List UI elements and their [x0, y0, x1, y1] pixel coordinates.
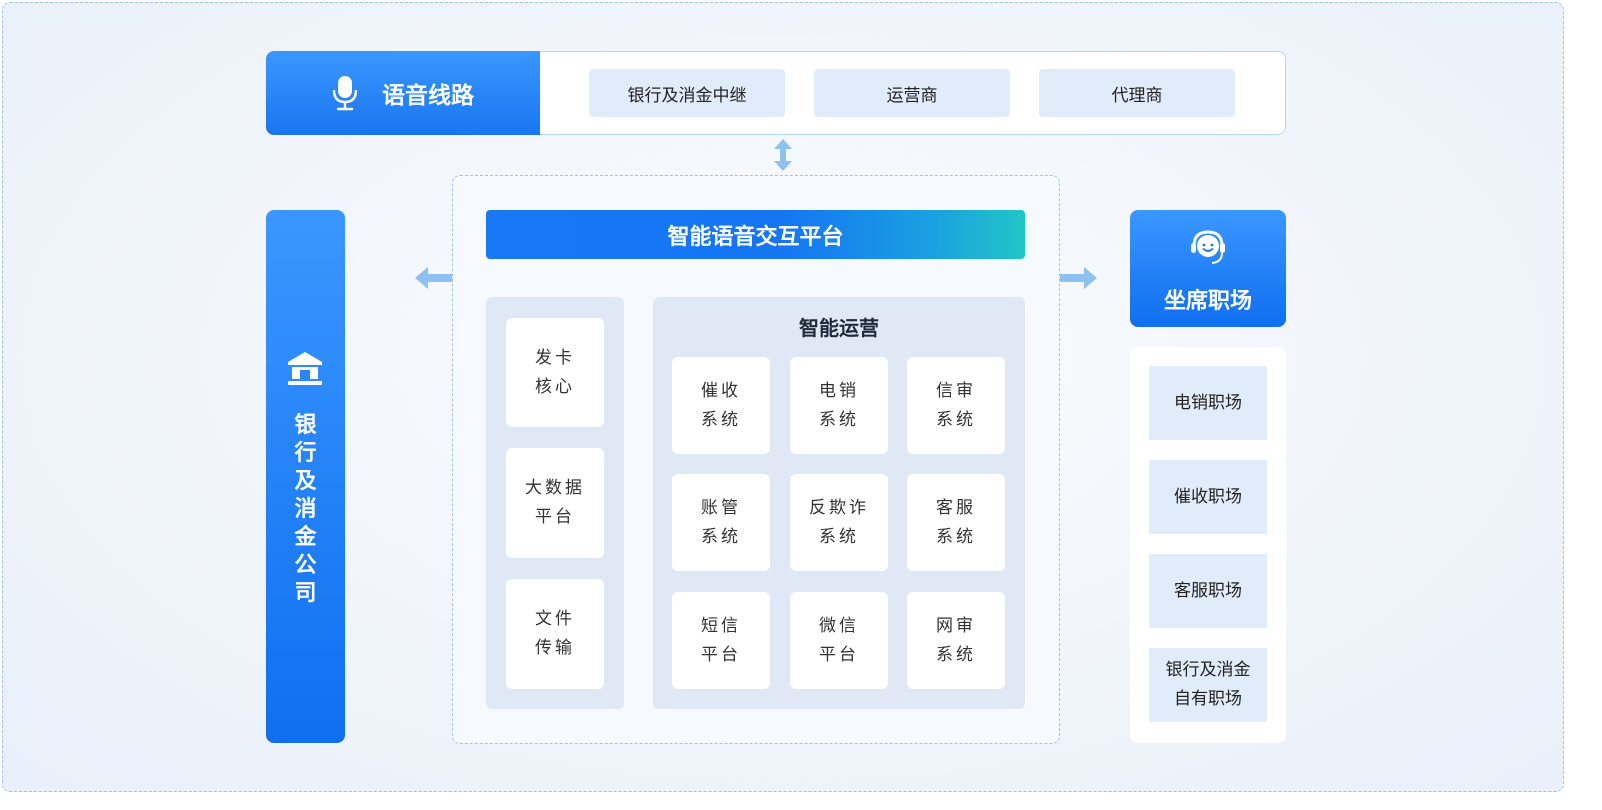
bank-label-char: 及 [294, 469, 317, 494]
voice-line-title: 语音线路 [382, 83, 474, 109]
bank-label-char: 司 [294, 581, 317, 606]
seat-item-customer-service: 客服职场 [1149, 554, 1267, 628]
bank-label: 银 行 及 消 金 公 司 [266, 412, 345, 608]
bank-column [266, 210, 345, 743]
card-card-issuing-core: 发卡 核心 [506, 318, 604, 427]
card-file-transfer: 文件 传输 [506, 579, 604, 689]
platform-title-bar: 智能语音交互平台 [486, 210, 1025, 259]
microphone-icon [332, 76, 358, 111]
card-anti-fraud-system: 反欺诈 系统 [790, 474, 888, 571]
card-big-data-platform: 大数据 平台 [506, 448, 604, 558]
voice-item-bank-relay: 银行及消金中继 [589, 69, 785, 117]
bank-label-char: 消 [294, 497, 317, 522]
smart-ops-title: 智能运营 [799, 316, 879, 340]
bank-label-char: 公 [294, 553, 317, 578]
card-wechat-platform: 微信 平台 [790, 592, 888, 689]
seat-header [1130, 210, 1286, 327]
seat-item-own-workplace: 银行及消金 自有职场 [1149, 648, 1267, 722]
bank-icon [288, 352, 322, 385]
voice-item-carrier: 运营商 [814, 69, 1010, 117]
vertical-arrow-top [774, 139, 792, 171]
card-online-review-system: 网审 系统 [907, 592, 1005, 689]
seat-item-telesales: 电销职场 [1149, 366, 1267, 440]
seat-item-collection: 催收职场 [1149, 460, 1267, 534]
card-sms-platform: 短信 平台 [672, 592, 770, 689]
card-credit-review-system: 信审 系统 [907, 357, 1005, 454]
card-account-mgmt-system: 账管 系统 [672, 474, 770, 571]
seat-title: 坐席职场 [1163, 289, 1252, 314]
card-customer-service-system: 客服 系统 [907, 474, 1005, 571]
voice-item-agent: 代理商 [1039, 69, 1235, 117]
card-collection-system: 催收 系统 [672, 357, 770, 454]
voice-line-header: 语音线路 [266, 51, 540, 135]
platform-title: 智能语音交互平台 [667, 224, 844, 250]
bank-label-char: 银 [294, 413, 317, 438]
headset-agent-icon [1191, 230, 1225, 264]
horizontal-arrow-right [1035, 267, 1097, 289]
horizontal-arrow-left [415, 267, 477, 289]
bank-label-char: 金 [294, 525, 317, 550]
bank-label-char: 行 [294, 441, 317, 466]
card-telesales-system: 电销 系统 [790, 357, 888, 454]
